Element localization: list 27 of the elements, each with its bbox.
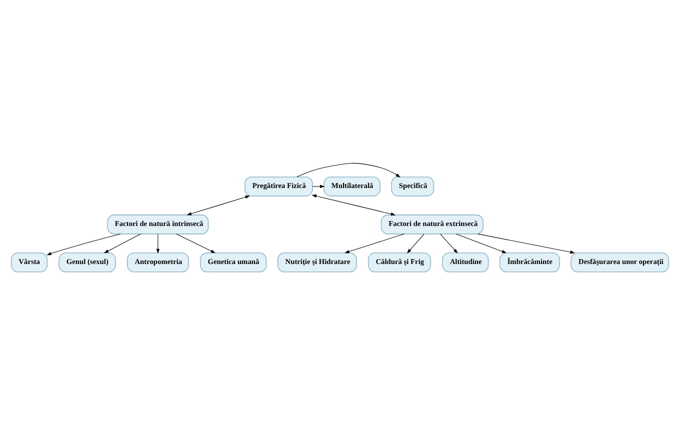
node-box: Factori de natură intrinsecă: [107, 214, 209, 234]
node-box: Desfăşurarea unor operaţii: [570, 252, 670, 272]
node-box: Genetica umană: [200, 252, 267, 272]
arrow: [312, 194, 396, 216]
arrow: [296, 162, 401, 177]
node-box: Multilaterală: [324, 176, 380, 196]
node-box: Căldură şi Frig: [368, 252, 431, 272]
arrow: [312, 184, 325, 188]
node-box: Vârsta: [10, 252, 48, 272]
arrow: [176, 233, 216, 253]
arrow: [478, 233, 575, 254]
node-box: Antropometria: [126, 252, 189, 272]
node-box: Îmbrăcăminte: [500, 252, 560, 272]
arrow: [186, 195, 250, 215]
node-box: Nutriţie şi Hidratare: [278, 252, 357, 272]
arrow: [440, 233, 458, 253]
node-box: Genul (sexul): [58, 252, 116, 272]
node-box: Factori de natură extrinsecă: [380, 214, 484, 234]
arrow: [46, 233, 121, 255]
node-box: Specifică: [391, 176, 434, 196]
arrow: [406, 233, 424, 253]
node-box: Pregătirea Fizică: [244, 176, 313, 196]
arrow: [456, 233, 507, 253]
arrow: [344, 233, 404, 253]
arrow: [104, 233, 141, 253]
node-box: Altitudine: [442, 252, 489, 272]
arrow: [156, 233, 160, 254]
